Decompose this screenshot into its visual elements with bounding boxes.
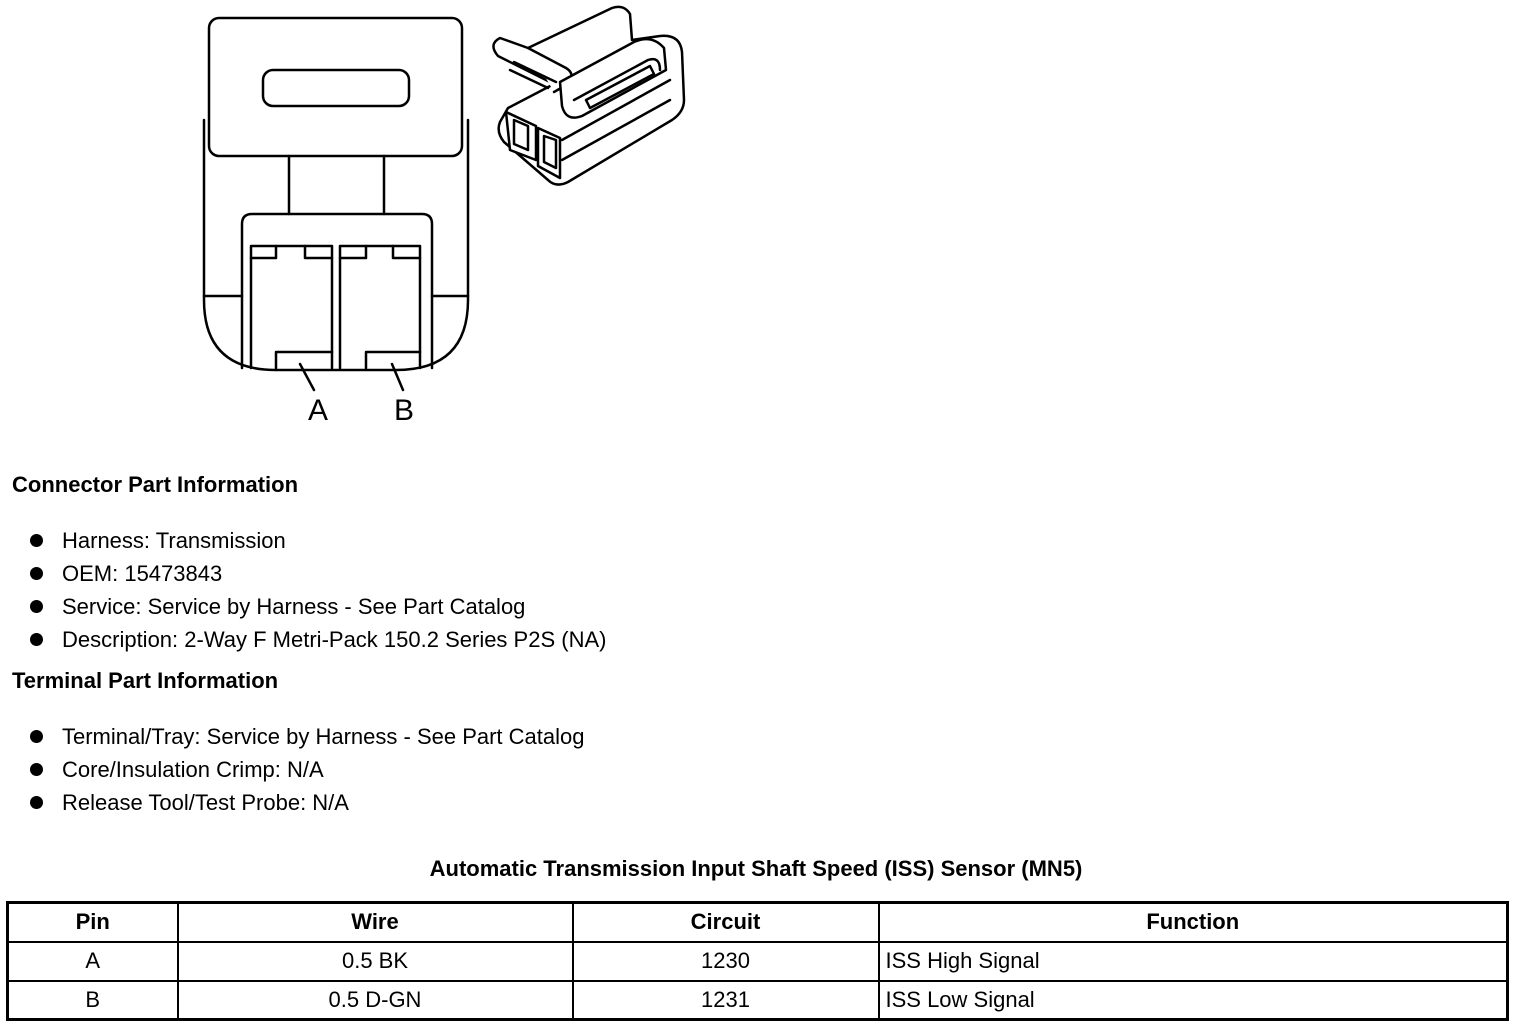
cell-circuit: 1230	[571, 940, 880, 982]
cell-wire: 0.5 BK	[176, 940, 574, 982]
pin-label-a: A	[308, 394, 328, 427]
connector-diagram: A B	[202, 5, 686, 427]
list-item: OEM: 15473843	[28, 557, 606, 590]
list-item: Terminal/Tray: Service by Harness - See …	[28, 720, 585, 753]
list-item: Core/Insulation Crimp: N/A	[28, 753, 585, 786]
connector-info-heading: Connector Part Information	[12, 472, 299, 497]
connector-info-list: Harness: Transmission OEM: 15473843 Serv…	[28, 524, 606, 656]
cell-function: ISS Low Signal	[877, 979, 1509, 1021]
terminal-info-heading: Terminal Part Information	[12, 668, 279, 693]
cell-wire: 0.5 D-GN	[176, 979, 574, 1021]
cavity-a	[249, 244, 334, 370]
bullet-icon	[30, 600, 43, 613]
cell-pin: A	[6, 940, 179, 982]
list-item: Description: 2-Way F Metri-Pack 150.2 Se…	[28, 623, 606, 656]
bullet-icon	[30, 730, 43, 743]
table-header-row: Pin Wire Circuit Function	[6, 901, 1509, 943]
bullet-icon	[30, 763, 43, 776]
header-function: Function	[877, 901, 1509, 943]
latch-slot	[261, 68, 411, 108]
bullet-icon	[30, 633, 43, 646]
bullet-icon	[30, 796, 43, 809]
list-item: Service: Service by Harness - See Part C…	[28, 590, 606, 623]
pin-label-b: B	[394, 394, 414, 427]
terminal-isometric	[492, 5, 686, 186]
pin-table: Pin Wire Circuit Function A 0.5 BK 1230 …	[6, 901, 1509, 1021]
cell-pin: B	[6, 979, 179, 1021]
pin-table-title: Automatic Transmission Input Shaft Speed…	[429, 856, 1083, 881]
connector-latch	[207, 16, 464, 158]
list-item: Release Tool/Test Probe: N/A	[28, 786, 585, 819]
terminal-info-list: Terminal/Tray: Service by Harness - See …	[28, 720, 585, 819]
header-pin: Pin	[6, 901, 179, 943]
table-row: A 0.5 BK 1230 ISS High Signal	[6, 940, 1509, 982]
table-row: B 0.5 D-GN 1231 ISS Low Signal	[6, 979, 1509, 1021]
header-circuit: Circuit	[571, 901, 880, 943]
cavity-b	[338, 244, 422, 370]
connector-housing	[202, 118, 470, 372]
list-item: Harness: Transmission	[28, 524, 606, 557]
bullet-icon	[30, 534, 43, 547]
cell-circuit: 1231	[571, 979, 880, 1021]
header-wire: Wire	[176, 901, 574, 943]
bullet-icon	[30, 567, 43, 580]
cell-function: ISS High Signal	[877, 940, 1509, 982]
